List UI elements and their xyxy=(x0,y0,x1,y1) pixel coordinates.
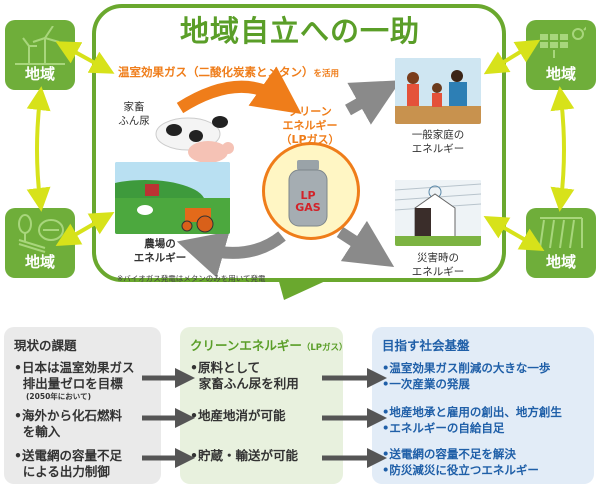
item-line: 家畜ふん尿を利用 xyxy=(190,376,299,391)
arrow-solar-main xyxy=(483,39,541,75)
current-issues-box: 現状の課題 •日本は温室効果ガス 排出量ゼロを目標 (2050年において) •海… xyxy=(4,327,161,484)
issue-item: •送電網の容量不足 による出力制御 xyxy=(14,448,151,480)
item-line: •エネルギーの自給自足 xyxy=(382,421,505,435)
home-energy-label: 一般家庭の エネルギー xyxy=(398,128,478,156)
lp-gas-cylinder-icon xyxy=(288,160,328,227)
connection-arrows xyxy=(26,39,575,278)
item-line: •温室効果ガス削減の大きな一歩 xyxy=(382,361,551,375)
solar-panel-icon xyxy=(540,26,586,58)
disaster-label-line: 災害時の xyxy=(417,252,459,264)
arrow-hydro-main xyxy=(483,216,545,251)
farm-illustration xyxy=(115,162,230,234)
home-illustration xyxy=(395,58,481,124)
clean-energy-box-title: クリーンエネルギー（LPガス） xyxy=(190,335,348,354)
clean-energy-line: （LPガス） xyxy=(280,133,340,146)
disaster-energy-label: 災害時の エネルギー xyxy=(398,251,478,279)
lp-gas-text: LP GAS xyxy=(287,190,329,214)
item-line: を輸入 xyxy=(14,424,61,439)
gas-text: GAS xyxy=(295,201,321,214)
item-line: •一次産業の発展 xyxy=(382,377,470,391)
page-title: 地域自立への一助 xyxy=(179,14,420,48)
title-sub: （LPガス） xyxy=(301,343,348,353)
clean-energy-label: クリーン エネルギー （LPガス） xyxy=(270,105,350,147)
speech-tail xyxy=(278,278,332,300)
clean-energy-line: クリーン xyxy=(288,105,332,118)
clean-energy-line: エネルギー xyxy=(282,119,338,132)
item-line: •送電網の容量不足 xyxy=(14,448,122,463)
item-line: •地産地消が可能 xyxy=(190,408,286,423)
arrow-right-vertical xyxy=(550,86,575,212)
region-label: 地域 xyxy=(545,65,576,83)
current-issues-title: 現状の課題 xyxy=(14,338,77,353)
livestock-line: ふん尿 xyxy=(118,115,150,127)
clean-item: •原料として 家畜ふん尿を利用 xyxy=(190,360,333,408)
goal-box-title: 目指す社会基盤 xyxy=(382,338,470,353)
biomass-icon xyxy=(18,214,64,253)
disaster-illustration xyxy=(395,180,481,246)
item-line: による出力制御 xyxy=(14,464,110,479)
arrow-to-home xyxy=(345,80,401,125)
arrow-to-farm xyxy=(176,231,286,278)
goal-box: 目指す社会基盤 •温室効果ガス削減の大きな一歩 •一次産業の発展 •地産地承と雇… xyxy=(372,327,594,484)
lp-text: LP xyxy=(300,189,316,202)
clean-energy-box: クリーンエネルギー（LPガス） •原料として 家畜ふん尿を利用 •地産地消が可能… xyxy=(180,327,348,484)
farm-label-line: エネルギー xyxy=(133,252,187,264)
item-line: •海外から化石燃料 xyxy=(14,408,122,423)
farm-energy-label: 農場の エネルギー xyxy=(130,237,190,265)
livestock-line: 家畜 xyxy=(123,101,145,113)
issue-item: •海外から化石燃料 を輸入 xyxy=(14,408,151,448)
item-line: •地産地承と雇用の創出、地方創生 xyxy=(382,405,562,419)
title-main: クリーンエネルギー xyxy=(190,338,302,353)
cow-pig-illustration xyxy=(155,116,234,163)
arrow-biomass-main xyxy=(55,211,115,247)
goal-item: •送電網の容量不足を解決 •防災減災に役立つエネルギー xyxy=(382,446,584,478)
item-line: •貯蔵・輸送が可能 xyxy=(190,448,298,463)
clean-item: •貯蔵・輸送が可能 xyxy=(190,448,333,464)
item-line: 排出量ゼロを目標 xyxy=(14,376,123,391)
arrow-left-vertical xyxy=(26,86,51,212)
home-label-line: エネルギー xyxy=(411,143,465,155)
farm-label-line: 農場の xyxy=(144,238,176,250)
region-label: 地域 xyxy=(545,253,576,271)
goal-item: •温室効果ガス削減の大きな一歩 •一次産業の発展 xyxy=(382,360,584,404)
subtitle-suffix: を活用 xyxy=(313,69,340,79)
issue-item: •日本は温室効果ガス 排出量ゼロを目標 (2050年において) xyxy=(14,360,151,408)
arrow-to-disaster xyxy=(336,220,395,268)
arrow-orange xyxy=(176,66,302,114)
item-line: •日本は温室効果ガス xyxy=(14,360,135,375)
item-line: •原料として xyxy=(190,360,261,375)
item-line: •送電網の容量不足を解決 xyxy=(382,447,516,461)
item-line: •防災減災に役立つエネルギー xyxy=(382,463,539,477)
region-solar: 地域 xyxy=(526,20,596,90)
flow-arrows xyxy=(142,368,387,468)
clean-item: •地産地消が可能 xyxy=(190,408,333,448)
home-label-line: 一般家庭の xyxy=(411,129,465,141)
footnote: ※バイオガス発電はメタンのみを用いて発電 xyxy=(117,274,266,283)
region-label: 地域 xyxy=(24,253,55,271)
arrow-wind-main xyxy=(55,41,115,74)
item-sub: (2050年において) xyxy=(26,392,92,401)
goal-item: •地産地承と雇用の創出、地方創生 •エネルギーの自給自足 xyxy=(382,404,584,446)
region-label: 地域 xyxy=(24,65,55,83)
disaster-label-line: エネルギー xyxy=(411,266,465,278)
livestock-label: 家畜 ふん尿 xyxy=(114,100,154,128)
